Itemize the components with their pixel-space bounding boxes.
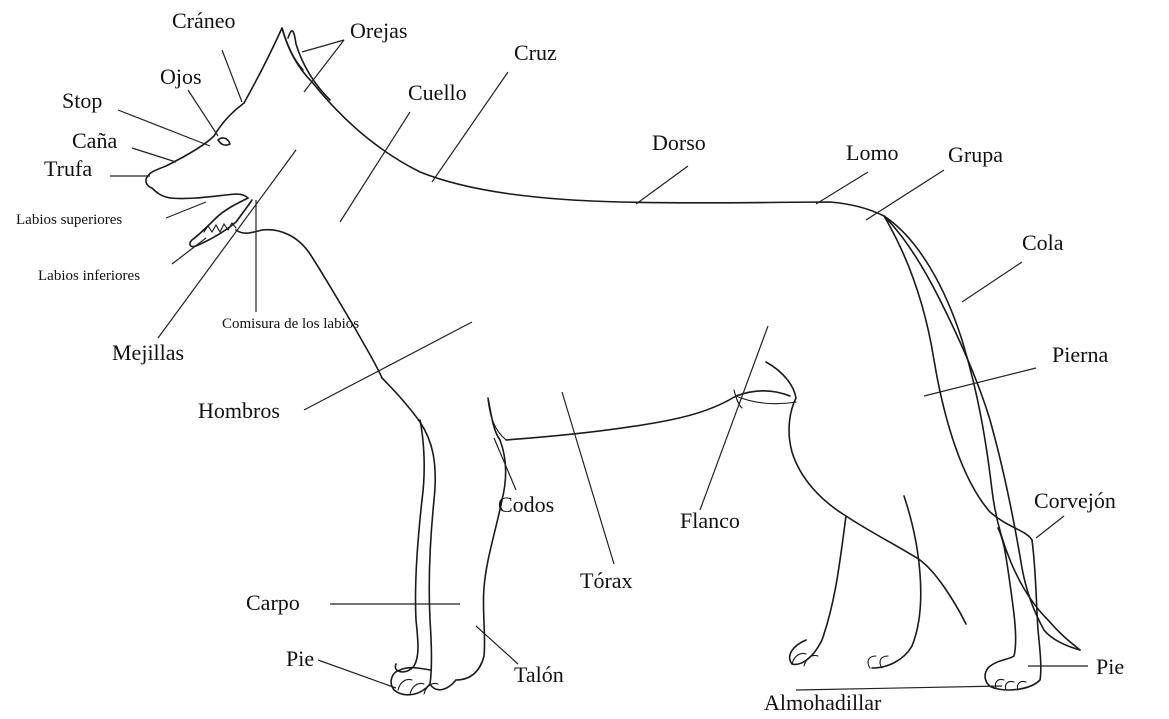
front-leg-back-outline	[456, 398, 506, 680]
label-corvejon: Corvejón	[1034, 488, 1116, 513]
throat-outline	[236, 230, 382, 378]
leader-cuello	[340, 112, 410, 222]
label-ojos: Ojos	[160, 64, 202, 89]
upper-lip-outline	[170, 194, 248, 199]
label-cola: Cola	[1022, 230, 1064, 255]
leader-flanco	[700, 326, 768, 510]
leader-torax	[562, 392, 614, 564]
label-codos: Codos	[498, 492, 554, 517]
leader-cana	[132, 148, 176, 162]
label-torax: Tórax	[580, 568, 633, 593]
label-cuello: Cuello	[408, 80, 467, 105]
ear-front-outline	[244, 28, 312, 103]
leader-corvejon	[1036, 516, 1064, 538]
label-lomo: Lomo	[846, 140, 899, 165]
label-pie-trasero: Pie	[1096, 654, 1124, 679]
front-leg-front-outline	[382, 378, 435, 684]
leader-labios-sup	[166, 202, 206, 218]
back-outline	[312, 82, 884, 216]
far-front-leg-outline	[395, 420, 424, 672]
leader-orejas-a	[302, 40, 344, 52]
label-cana: Caña	[72, 128, 117, 153]
leader-labios-inf	[172, 238, 206, 264]
leader-dorso	[636, 166, 688, 204]
leader-mejillas	[158, 150, 296, 338]
far-hind-toes-outline	[792, 653, 888, 668]
label-labios-superiores: Labios superiores	[16, 212, 122, 228]
hind-leg-rear-outline	[884, 216, 1032, 540]
label-stop: Stop	[62, 88, 102, 113]
belly-outline	[506, 391, 790, 440]
head-top-outline	[148, 103, 244, 176]
label-pie-delantero: Pie	[286, 646, 314, 671]
label-talon: Talón	[514, 662, 564, 687]
label-craneo: Cráneo	[172, 8, 236, 33]
leader-lomo	[816, 172, 868, 204]
leader-hombros	[304, 322, 472, 410]
leader-stop	[118, 110, 210, 146]
leader-grupa	[866, 170, 944, 220]
hind-thigh-front-outline	[766, 362, 966, 624]
label-carpo: Carpo	[246, 590, 300, 615]
leader-craneo	[222, 50, 242, 102]
label-trufa: Trufa	[44, 156, 92, 181]
label-almohadillar: Almohadillar	[764, 690, 882, 715]
label-pierna: Pierna	[1052, 342, 1108, 367]
label-mejillas: Mejillas	[112, 340, 184, 365]
label-flanco: Flanco	[680, 508, 740, 533]
label-hombros: Hombros	[198, 398, 280, 423]
label-dorso: Dorso	[652, 130, 706, 155]
label-labios-inferiores: Labios inferiores	[38, 268, 140, 284]
label-grupa: Grupa	[948, 142, 1003, 167]
leader-orejas-b	[304, 40, 344, 92]
label-cruz: Cruz	[514, 40, 557, 65]
nose-outline	[146, 176, 170, 198]
eye-outline	[218, 138, 230, 145]
label-orejas: Orejas	[350, 18, 407, 43]
leader-ojos	[188, 90, 218, 136]
hind-hock-outline	[994, 540, 1041, 690]
leader-pie-delantero	[318, 660, 396, 688]
leader-cola	[962, 262, 1022, 302]
label-comisura: Comisura de los labios	[222, 316, 359, 332]
hind-foot-outline	[985, 528, 1016, 688]
leader-talon	[476, 626, 518, 664]
